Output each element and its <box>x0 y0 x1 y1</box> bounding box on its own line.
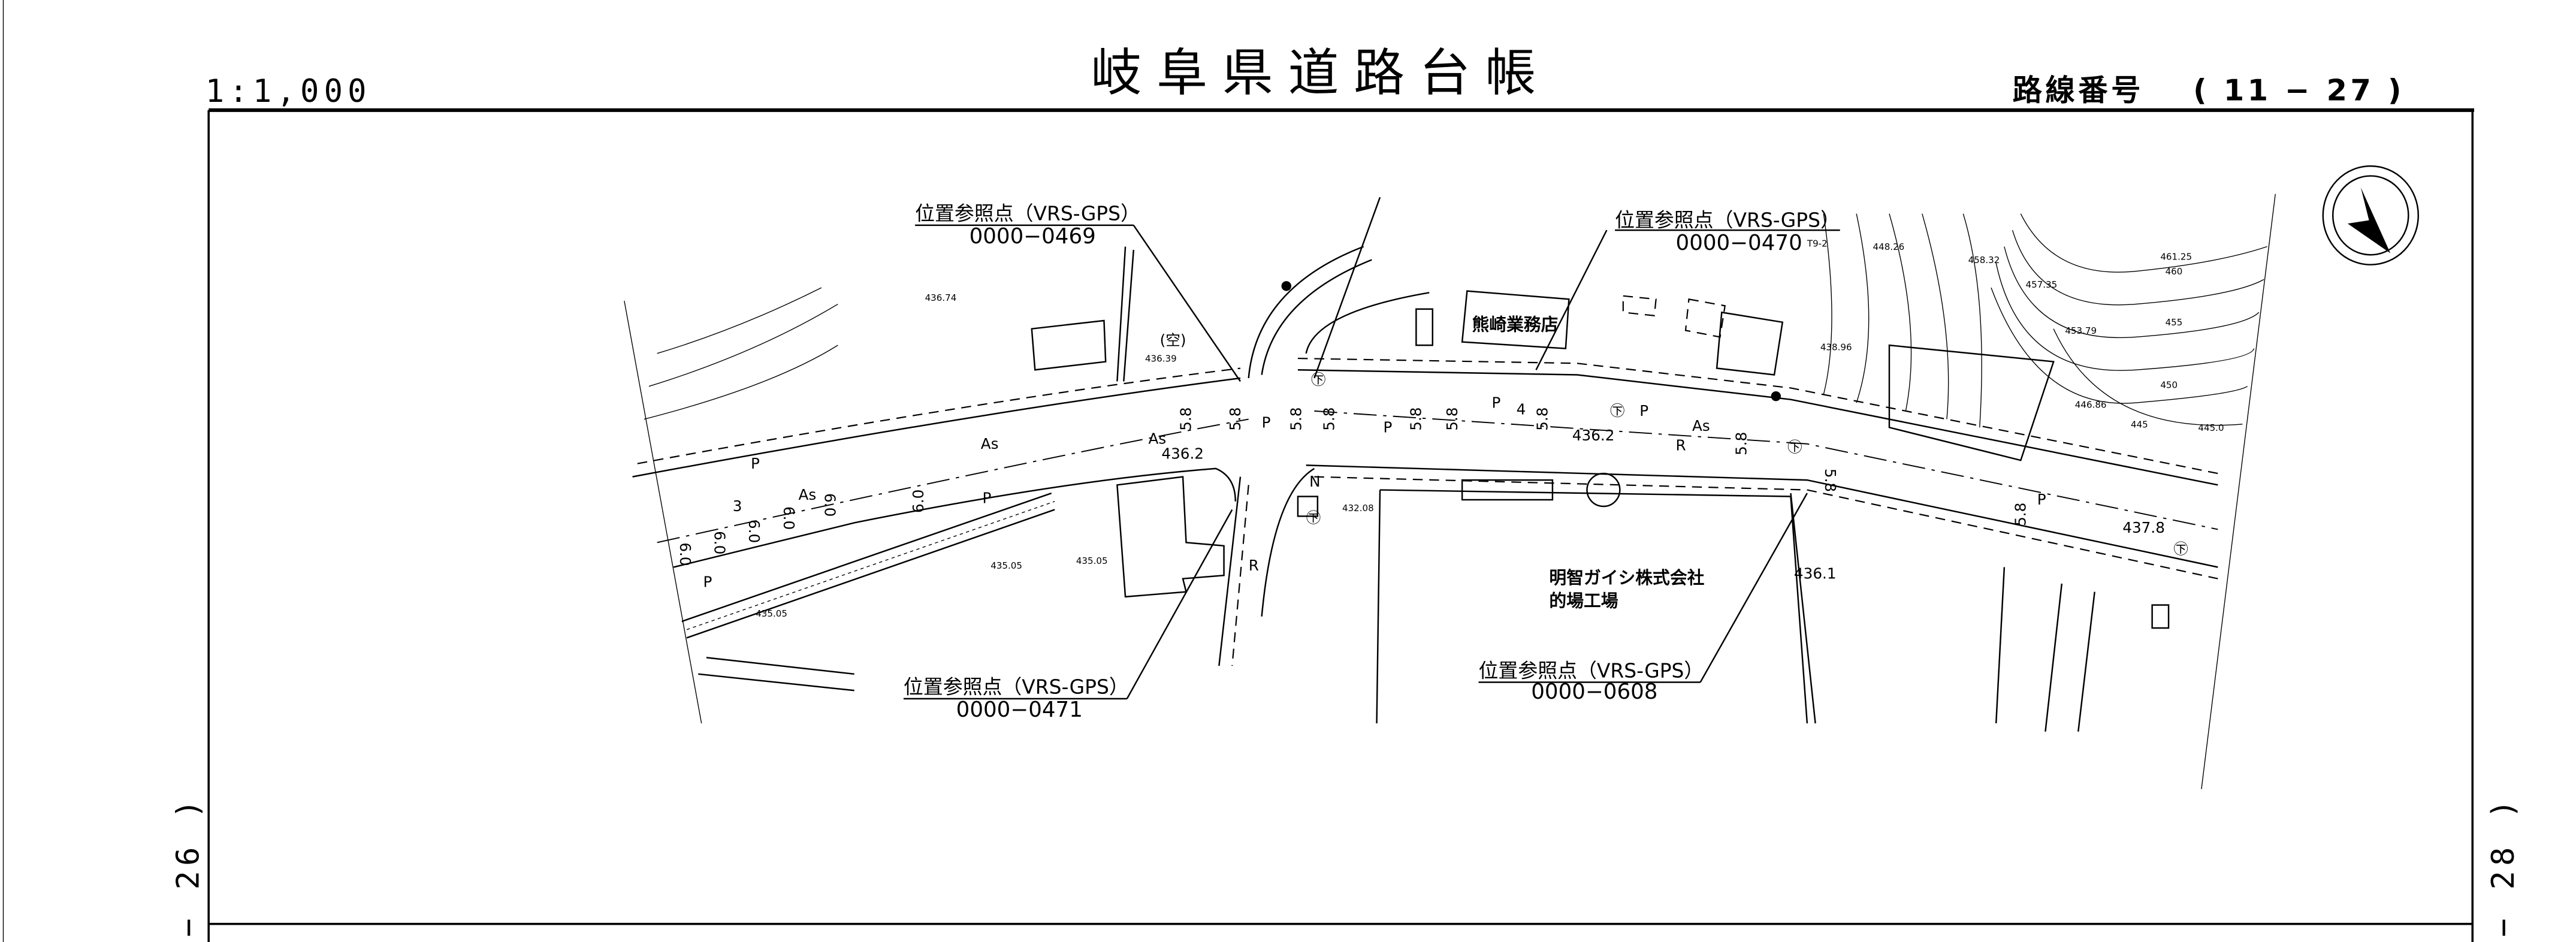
factory-sublabel: 的場工場 <box>1549 590 1618 611</box>
svg-text:㊦: ㊦ <box>1311 371 1326 388</box>
left-sheet-label: − 26 ) <box>171 795 207 937</box>
svg-text:6.0: 6.0 <box>910 490 927 513</box>
shop-label: 熊崎業務店 <box>1472 314 1559 334</box>
route-label: 路線番号 <box>2013 73 2144 107</box>
contour-label: 450 <box>2160 379 2178 390</box>
contour-label: 445.0 <box>2198 422 2224 433</box>
contour-label: 460 <box>2166 266 2183 277</box>
contour-label: 445 <box>2131 419 2148 430</box>
scale-label: 1:1,000 <box>206 74 372 110</box>
contour-label: 457.35 <box>2026 279 2058 290</box>
contour-label: 448.26 <box>1873 241 1905 252</box>
svg-text:㊦: ㊦ <box>1787 438 1802 455</box>
svg-text:P: P <box>1384 419 1393 436</box>
contour-label: 438.96 <box>1820 342 1852 352</box>
svg-text:P: P <box>751 455 760 472</box>
svg-text:6.0: 6.0 <box>780 506 798 530</box>
svg-text:位置参照点（VRS-GPS）: 位置参照点（VRS-GPS） <box>1479 659 1704 682</box>
contour-lines <box>644 213 2267 461</box>
road-elevation: 436.2 <box>1161 445 1204 462</box>
right-sheet-label: − 28 ) <box>2486 795 2521 937</box>
svg-text:As: As <box>1692 417 1710 434</box>
contour-label: 455 <box>2166 317 2183 328</box>
factory-label: 明智ガイシ株式会社 <box>1549 567 1704 588</box>
route-number: ( 11 − 27 ) <box>2193 73 2405 107</box>
spot-height: 435.05 <box>756 608 787 619</box>
svg-text:3: 3 <box>733 497 742 515</box>
svg-text:6.0: 6.0 <box>711 531 729 554</box>
map-boundary-left <box>624 300 702 724</box>
svg-text:5.8: 5.8 <box>1732 432 1750 455</box>
road-annotations: As As As As P P P P P P P P R R N 4 3 5.… <box>677 371 2188 590</box>
main-road <box>632 357 2218 732</box>
svg-text:5.8: 5.8 <box>1534 407 1551 431</box>
leader-lines <box>903 224 1840 700</box>
svg-text:㊦: ㊦ <box>1306 509 1321 526</box>
reference-point-0608: 位置参照点（VRS-GPS） 0000−0608 <box>1479 659 1704 704</box>
svg-text:㊦: ㊦ <box>1610 402 1625 419</box>
svg-text:R: R <box>1676 437 1686 454</box>
svg-text:R: R <box>1249 557 1259 574</box>
north-arrow-icon <box>2322 165 2420 265</box>
road-elevation: 436.2 <box>1572 427 1615 444</box>
svg-text:P: P <box>983 489 992 506</box>
contour-label: T9-2 <box>1807 238 1828 249</box>
svg-text:5.8: 5.8 <box>1822 469 1839 492</box>
svg-text:N: N <box>1309 473 1320 490</box>
reference-point-0470: 位置参照点（VRS-GPS） 0000−0470 <box>1615 209 1840 255</box>
svg-text:5.8: 5.8 <box>1320 407 1337 431</box>
svg-text:位置参照点（VRS-GPS）: 位置参照点（VRS-GPS） <box>915 202 1140 225</box>
contour-label: 461.25 <box>2160 251 2192 262</box>
svg-text:0000−0470: 0000−0470 <box>1676 231 1802 255</box>
svg-text:5.8: 5.8 <box>1443 407 1461 431</box>
contour-label: 446.86 <box>2075 399 2107 410</box>
svg-text:5.8: 5.8 <box>1408 407 1425 431</box>
reference-point-0471: 位置参照点（VRS-GPS） 0000−0471 <box>904 675 1129 722</box>
svg-text:As: As <box>1148 430 1166 448</box>
svg-text:5.8: 5.8 <box>2012 503 2030 526</box>
spot-height: 436.39 <box>1145 354 1177 364</box>
svg-text:0000−0608: 0000−0608 <box>1531 680 1657 704</box>
svg-text:位置参照点（VRS-GPS）: 位置参照点（VRS-GPS） <box>904 675 1129 699</box>
svg-text:4: 4 <box>1517 400 1526 418</box>
spot-height: 435.05 <box>1076 555 1108 566</box>
svg-text:P: P <box>1491 394 1500 411</box>
buildings <box>698 246 2170 724</box>
map-boundary-right <box>2201 194 2276 789</box>
svg-text:P: P <box>1262 413 1271 431</box>
svg-text:P: P <box>2037 491 2046 508</box>
spot-height: 436.74 <box>925 292 957 303</box>
svg-text:P: P <box>703 573 712 590</box>
contour-label: 453.79 <box>2065 325 2097 336</box>
contour-label: 458.32 <box>1968 255 2000 265</box>
svg-text:㊦: ㊦ <box>2173 541 2188 558</box>
svg-text:6.0: 6.0 <box>821 493 838 517</box>
svg-text:0000−0469: 0000−0469 <box>970 224 1096 249</box>
svg-text:6.0: 6.0 <box>745 520 763 543</box>
svg-text:P: P <box>1639 402 1648 419</box>
svg-text:位置参照点（VRS-GPS）: 位置参照点（VRS-GPS） <box>1615 209 1840 232</box>
svg-text:5.8: 5.8 <box>1227 407 1244 431</box>
road-elevation: 437.8 <box>2122 519 2165 536</box>
svg-text:As: As <box>981 435 999 452</box>
svg-text:As: As <box>798 486 816 503</box>
road-elevation: 436.1 <box>1794 565 1837 582</box>
svg-text:0000−0471: 0000−0471 <box>956 698 1083 722</box>
svg-text:6.0: 6.0 <box>677 542 694 566</box>
svg-text:5.8: 5.8 <box>1287 407 1304 431</box>
reference-point-0469: 位置参照点（VRS-GPS） 0000−0469 <box>915 202 1140 249</box>
side-roads <box>1218 197 1430 666</box>
spot-height: 432.08 <box>1342 503 1374 514</box>
svg-text:5.8: 5.8 <box>1177 407 1195 431</box>
vacant-label: (空) <box>1160 331 1186 349</box>
page-title: 岐阜県道路台帳 <box>1091 44 1551 103</box>
spot-height: 435.05 <box>990 560 1022 571</box>
